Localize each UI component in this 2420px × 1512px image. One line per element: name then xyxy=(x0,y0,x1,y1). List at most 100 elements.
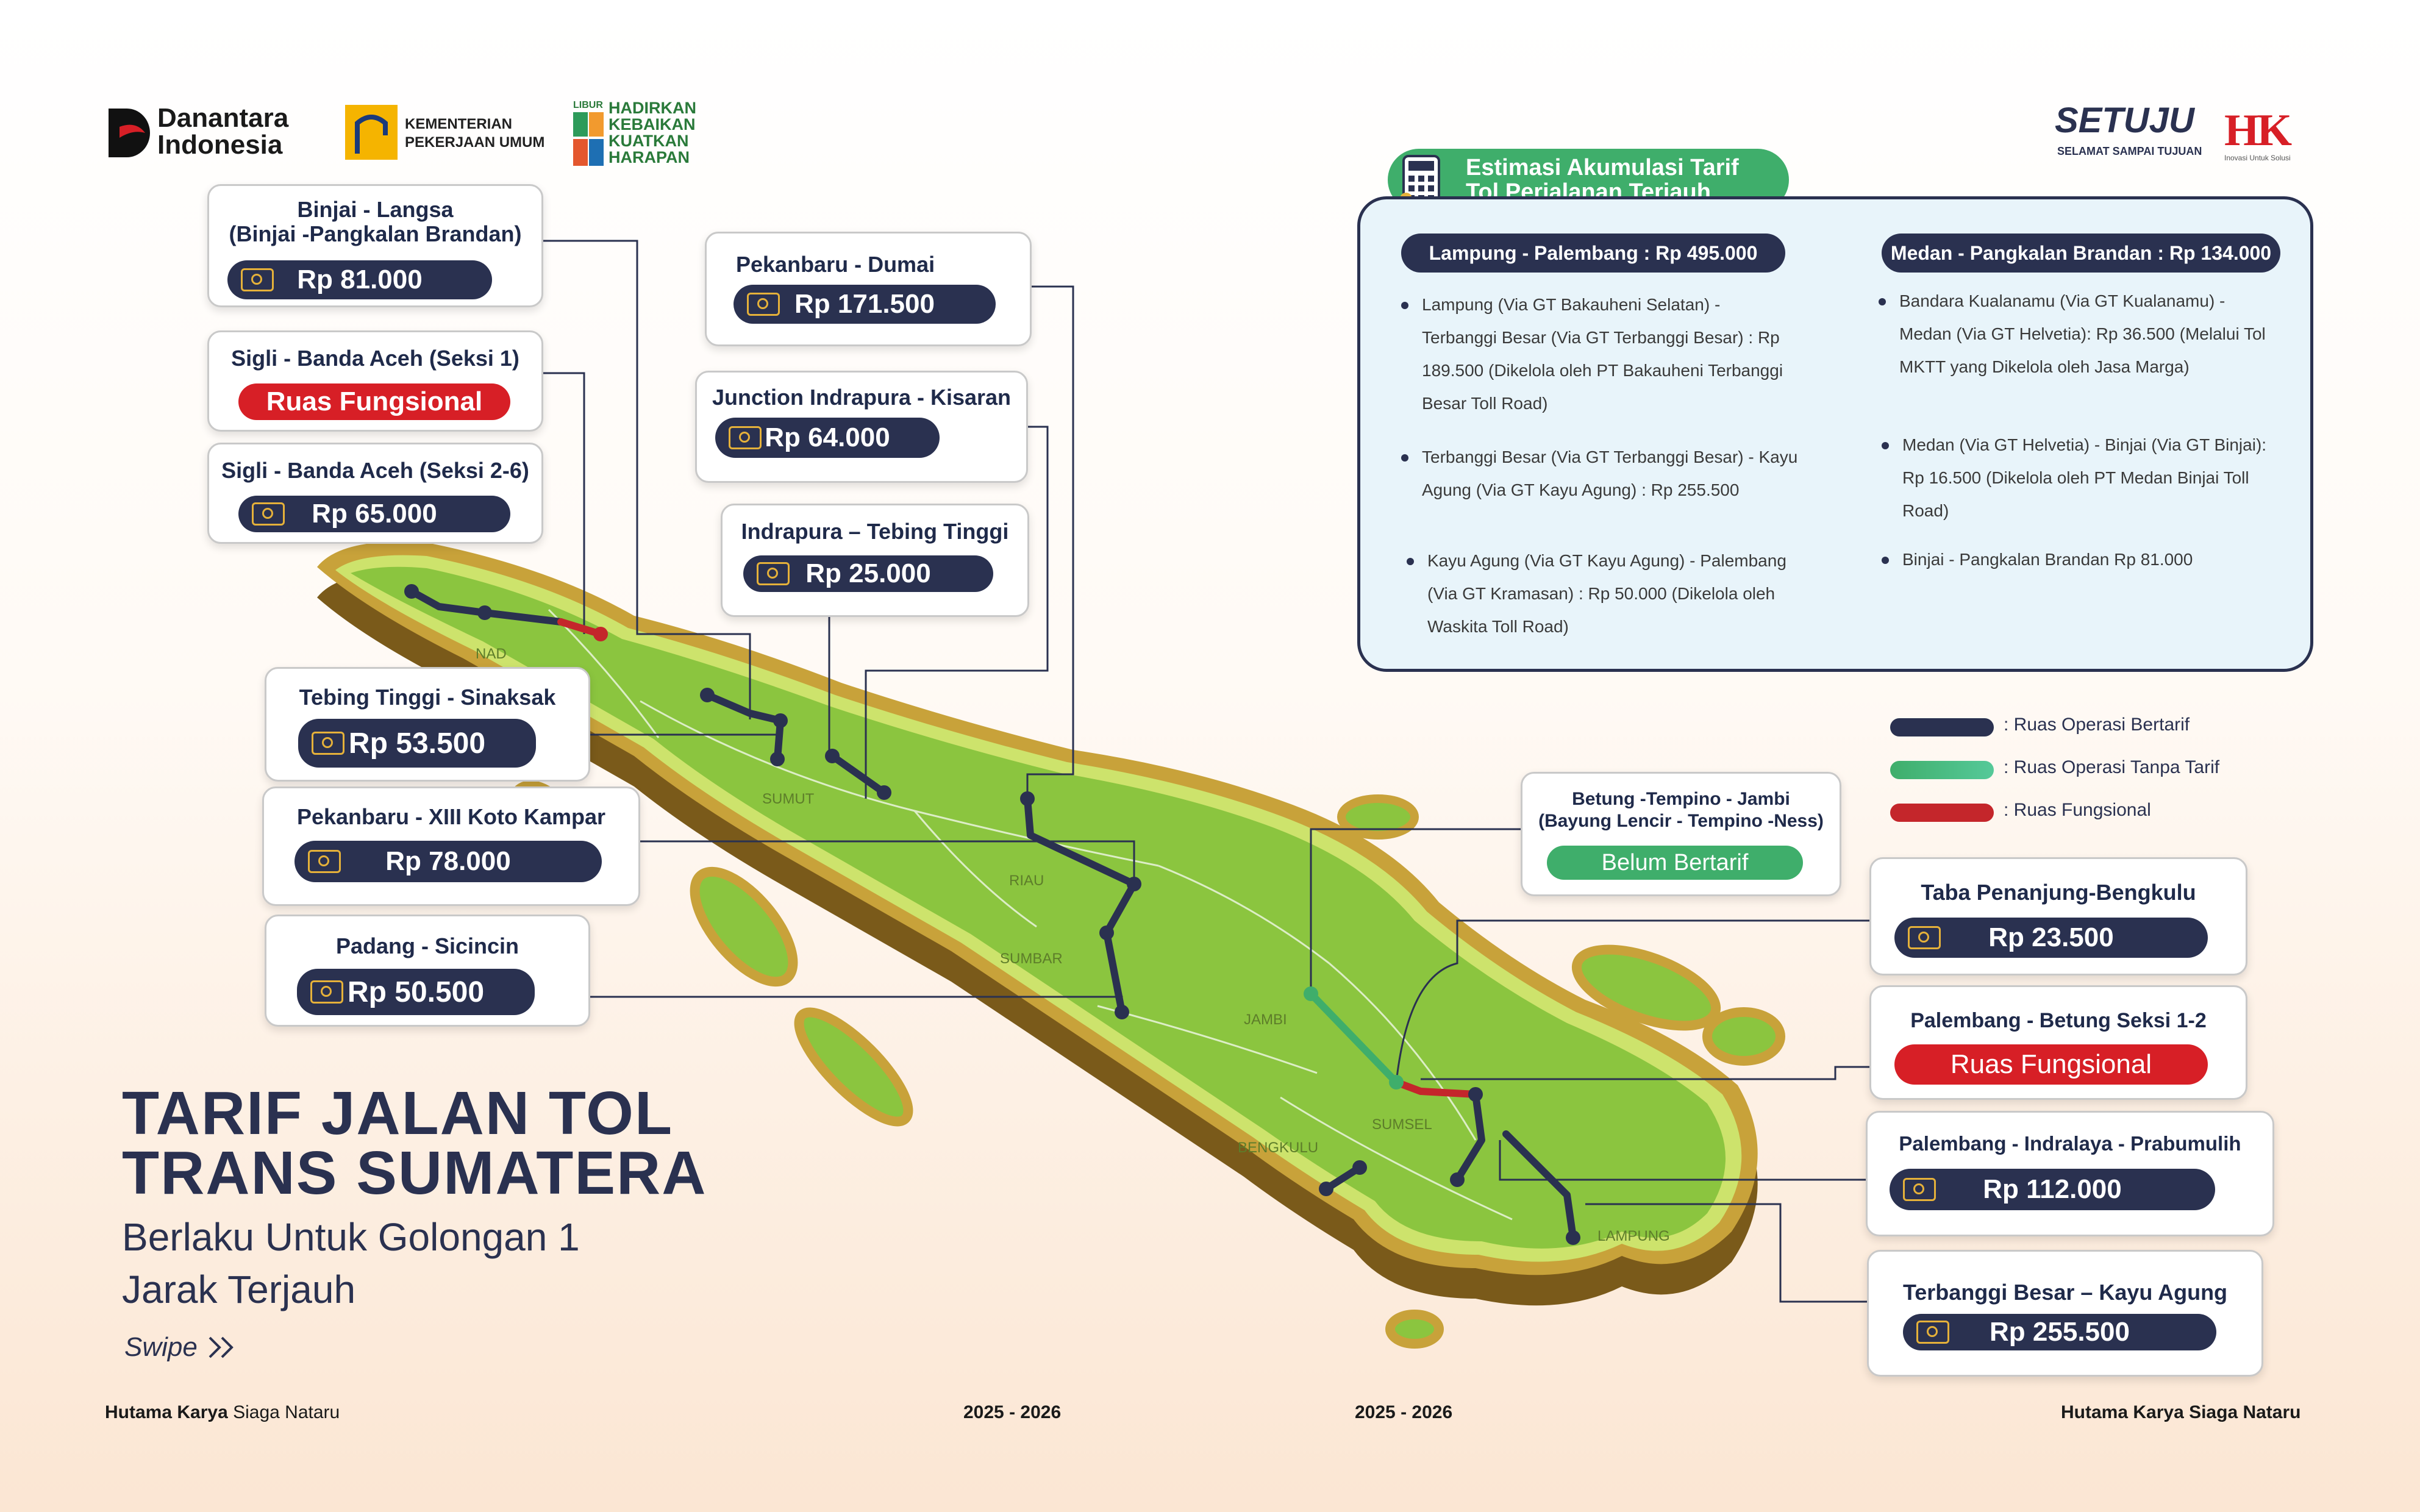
route-palembang-prabumulih xyxy=(1454,1091,1485,1183)
legend-swatch-fungsional xyxy=(1890,804,1994,822)
money-icon xyxy=(312,732,344,755)
status-value: Belum Bertarif xyxy=(1601,849,1749,875)
kementerian-logo: KEMENTERIAN PEKERJAAN UMUM xyxy=(345,105,552,163)
card-title: Indrapura – Tebing Tinggi xyxy=(741,519,1009,544)
info-tab-title1: Estimasi Akumulasi Tarif xyxy=(1466,155,1739,180)
route-indrapura-kisaran xyxy=(829,752,888,796)
tariff-pill: Rp 50.500 xyxy=(297,969,535,1015)
line: Besar Toll Road) xyxy=(1422,394,1548,413)
info-panel: Lampung - Palembang : Rp 495.000 Medan -… xyxy=(1357,196,2313,672)
label-sumut: SUMUT xyxy=(762,791,815,807)
label-jambi: JAMBI xyxy=(1244,1011,1287,1028)
harapan-text: HARAPAN xyxy=(609,148,690,166)
tariff-pill: Rp 171.500 xyxy=(733,285,996,324)
line: Medan (Via GT Helvetia): Rp 36.500 (Mela… xyxy=(1899,324,2266,343)
card-subtitle: (Binjai -Pangkalan Brandan) xyxy=(229,221,522,246)
card-sigli-banda-aceh-2-6: Sigli - Banda Aceh (Seksi 2-6) Rp 65.000 xyxy=(207,443,543,544)
label-bengkulu: BENGKULU xyxy=(1238,1139,1318,1156)
card-title: Junction Indrapura - Kisaran xyxy=(712,385,1012,410)
island-enggano xyxy=(1385,1310,1444,1349)
footer-left: Hutama Karya Siaga Nataru xyxy=(105,1402,340,1423)
setuju-logo: SETUJU SELAMAT SAMPAI TUJUAN xyxy=(2055,100,2225,167)
card-subtitle: (Bayung Lencir - Tempino -Ness) xyxy=(1538,811,1824,831)
tariff-value: Rp 64.000 xyxy=(765,423,890,452)
danantara-icon xyxy=(109,109,150,157)
tariff-value: Rp 171.500 xyxy=(794,289,935,319)
hadirkan-text: HADIRKAN xyxy=(609,99,696,117)
kebaikan-text: KEBAIKAN xyxy=(609,115,696,134)
legend: : Ruas Operasi Bertarif : Ruas Operasi T… xyxy=(1890,713,2256,835)
money-icon xyxy=(757,562,790,585)
footer-left-rest: Siaga Nataru xyxy=(227,1402,340,1422)
card-palembang-prabumulih: Palembang - Indralaya - Prabumulih Rp 11… xyxy=(1866,1111,2274,1236)
money-icon xyxy=(252,502,285,526)
main-title-line2: TRANS SUMATERA xyxy=(122,1139,707,1207)
card-title: Taba Penanjung-Bengkulu xyxy=(1921,880,2196,905)
info-right-item-3: Binjai - Pangkalan Brandan Rp 81.000 xyxy=(1881,543,2193,576)
info-right-item-1: Bandara Kualanamu (Via GT Kualanamu) - M… xyxy=(1879,285,2266,383)
card-pekanbaru-dumai: Pekanbaru - Dumai Rp 171.500 xyxy=(705,232,1032,346)
card-title: Sigli - Banda Aceh (Seksi 2-6) xyxy=(221,458,529,483)
label-sumbar: SUMBAR xyxy=(1000,950,1063,967)
island-land xyxy=(351,566,1726,1249)
subtitle-golongan: Berlaku Untuk Golongan 1 xyxy=(122,1215,580,1259)
card-title: Betung -Tempino - Jambi xyxy=(1572,789,1790,809)
route-betung-jambi xyxy=(1307,990,1400,1086)
line: Terbanggi Besar (Via GT Terbanggi Besar)… xyxy=(1422,328,1780,347)
double-chevron-right-icon xyxy=(209,1336,234,1358)
money-icon xyxy=(1916,1321,1949,1344)
line: Medan (Via GT Helvetia) - Binjai (Via GT… xyxy=(1902,435,2267,454)
status-pill: Belum Bertarif xyxy=(1547,846,1803,880)
card-indrapura-kisaran: Junction Indrapura - Kisaran Rp 64.000 xyxy=(695,371,1028,483)
money-icon xyxy=(729,426,762,449)
money-icon xyxy=(241,268,274,291)
island-mentawai xyxy=(690,866,798,987)
card-binjai-langsa: Binjai - Langsa (Binjai -Pangkalan Brand… xyxy=(207,184,543,307)
line: Kayu Agung (Via GT Kayu Agung) - Palemba… xyxy=(1427,551,1786,570)
route-sigli-banda-aceh-2-6 xyxy=(408,588,565,626)
tariff-value: Rp 255.500 xyxy=(1990,1317,2130,1347)
card-title: Tebing Tinggi - Sinaksak xyxy=(299,685,556,710)
line: Agung (Via GT Kayu Agung) : Rp 255.500 xyxy=(1422,480,1740,499)
card-title: Pekanbaru - Dumai xyxy=(736,252,935,277)
label-lampung: LAMPUNG xyxy=(1597,1228,1670,1244)
card-title: Palembang - Indralaya - Prabumulih xyxy=(1899,1132,2241,1155)
card-title: Palembang - Betung Seksi 1-2 xyxy=(1910,1009,2207,1032)
tariff-pill: Rp 64.000 xyxy=(715,418,940,458)
info-left-item-1: Lampung (Via GT Bakauheni Selatan) - Ter… xyxy=(1401,288,1783,420)
card-indrapura-tebing-tinggi: Indrapura – Tebing Tinggi Rp 25.000 xyxy=(721,504,1029,617)
kementerian-line2: PEKERJAAN UMUM xyxy=(405,134,545,151)
tariff-value: Rp 23.500 xyxy=(1988,922,2114,952)
swipe-hint[interactable]: Swipe xyxy=(124,1329,239,1366)
route-kayu-agung-terbanggi xyxy=(1502,1130,1577,1241)
legend-label-tanpa-tarif: : Ruas Operasi Tanpa Tarif xyxy=(2004,757,2220,777)
legend-swatch-tanpa-tarif xyxy=(1890,761,1994,779)
setuju-text: SETUJU xyxy=(2055,101,2194,140)
tariff-value: Rp 78.000 xyxy=(385,846,511,876)
danantara-name-1: Danantara xyxy=(157,103,289,133)
status-value: Ruas Fungsional xyxy=(266,387,483,416)
danantara-name-2: Indonesia xyxy=(157,130,283,160)
legend-label-fungsional: : Ruas Fungsional xyxy=(2004,800,2151,820)
tariff-value: Rp 81.000 xyxy=(297,265,423,294)
card-title: Pekanbaru - XIII Koto Kampar xyxy=(296,804,606,829)
danantara-logo: Danantara Indonesia xyxy=(109,105,304,160)
footer-year-2: 2025 - 2026 xyxy=(1355,1402,1453,1422)
tariff-pill: Rp 255.500 xyxy=(1903,1314,2216,1350)
card-title: Padang - Sicincin xyxy=(335,933,519,958)
legend-label-bertarif: : Ruas Operasi Bertarif xyxy=(2004,715,2190,735)
island-belitung xyxy=(1702,1007,1785,1066)
status-pill: Ruas Fungsional xyxy=(1894,1044,2208,1085)
card-padang-sicincin: Padang - Sicincin Rp 50.500 xyxy=(265,915,590,1027)
tariff-pill: Rp 81.000 xyxy=(227,260,492,299)
setuju-tagline: SELAMAT SAMPAI TUJUAN xyxy=(2057,145,2202,157)
legend-swatch-bertarif xyxy=(1890,718,1994,736)
swipe-label: Swipe xyxy=(124,1332,198,1362)
libur-icon xyxy=(573,112,604,166)
card-terbanggi-kayu-agung: Terbanggi Besar – Kayu Agung Rp 255.500 xyxy=(1867,1250,2263,1377)
card-title: Binjai - Langsa xyxy=(297,197,454,222)
money-icon xyxy=(308,850,341,873)
footer-year-1: 2025 - 2026 xyxy=(963,1402,1062,1422)
money-icon xyxy=(747,293,780,316)
tariff-pill: Rp 53.500 xyxy=(298,719,536,768)
